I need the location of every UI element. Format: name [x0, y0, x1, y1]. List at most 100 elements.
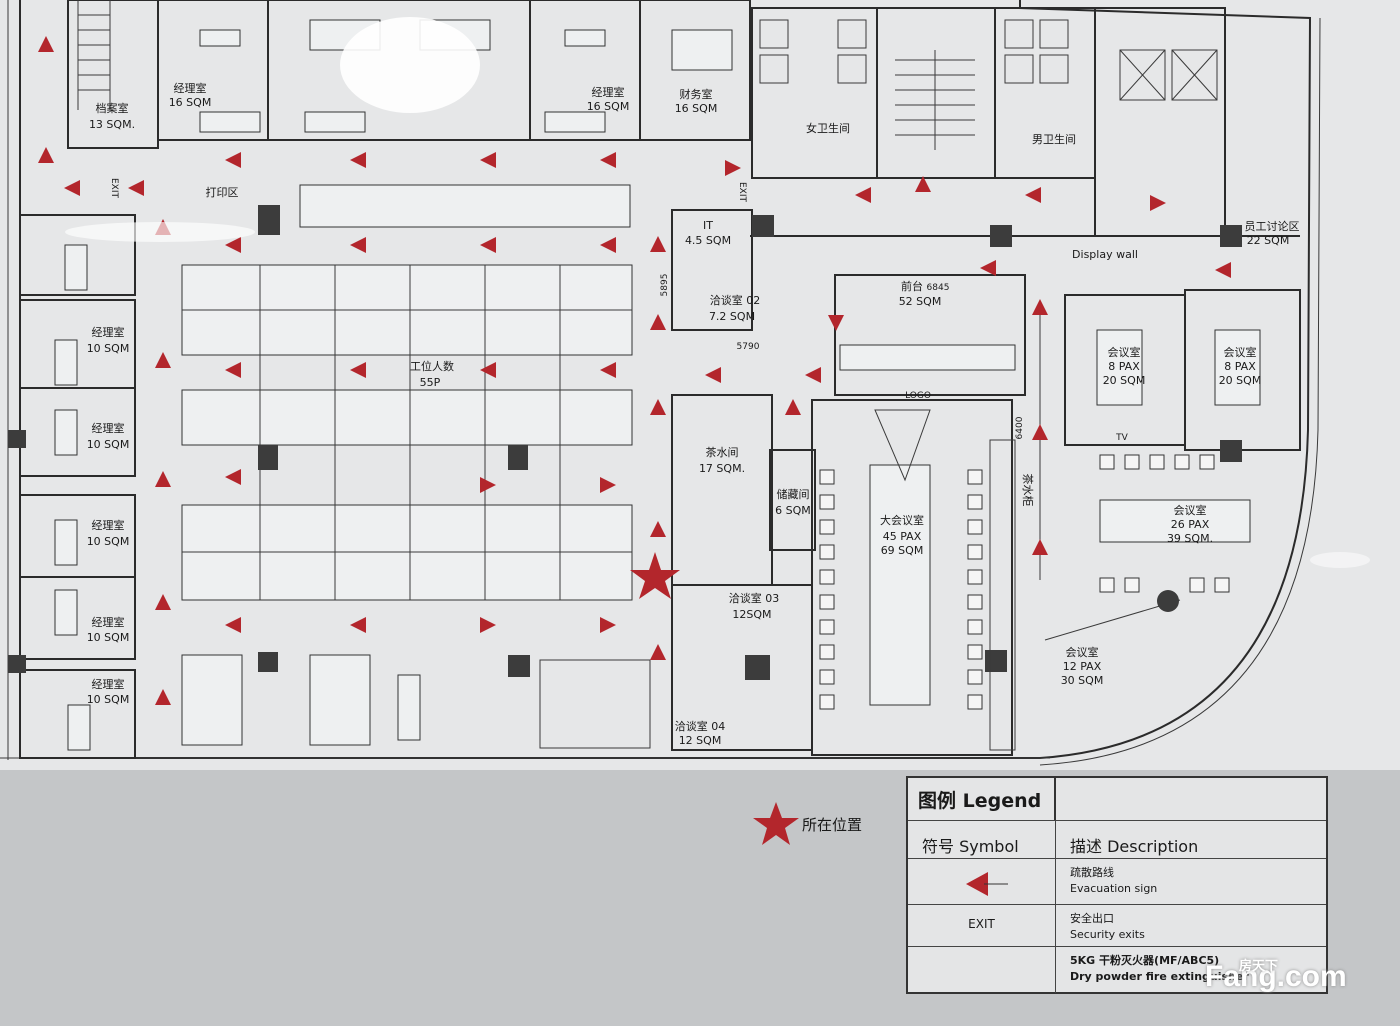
room-area: 39 SQM. [1167, 532, 1213, 545]
top-rooms [67, 0, 751, 149]
evacuation-arrow [350, 617, 366, 633]
evacuation-arrow [915, 176, 931, 192]
evacuation-arrow [980, 260, 996, 276]
room-label: 储藏间 [777, 487, 810, 501]
room-area: 8 PAX [1108, 360, 1140, 373]
watermark-tag: 房天下 [1239, 958, 1279, 973]
evacuation-arrow [1032, 299, 1048, 315]
room-area: 7.2 SQM [709, 310, 755, 323]
location-key-label: 所在位置 [802, 815, 863, 834]
evacuation-arrow [350, 152, 366, 168]
evacuation-arrow [725, 160, 741, 176]
room-area: 45 PAX [883, 530, 922, 543]
tv-label: TV [1115, 433, 1128, 443]
evacuation-arrow [1025, 187, 1041, 203]
display-wall-label: Display wall [1072, 248, 1138, 261]
stair-core [895, 50, 975, 150]
room-label: 洽谈室 02 [710, 293, 761, 307]
legend-title: 图例 Legend [918, 790, 1042, 812]
symbol-header: 符号 Symbol [922, 837, 1019, 856]
evacuation-arrow [350, 237, 366, 253]
evacuation-arrow [225, 617, 241, 633]
room-area: 13 SQM. [89, 118, 135, 131]
legend-header-row: 符号 Symbol 描述 Description [908, 820, 1326, 859]
exit-sign: EXIT [737, 182, 747, 203]
evacuation-arrow [650, 399, 666, 415]
room-area: 10 SQM [87, 438, 130, 451]
evacuation-arrow [1215, 262, 1231, 278]
evacuation-arrow [805, 367, 821, 383]
room-area: 10 SQM [87, 535, 130, 548]
room-label: 经理室 [92, 677, 125, 691]
evacuation-arrow [828, 315, 844, 331]
room-label: 男卫生间 [1032, 132, 1076, 146]
exit-symbol: EXIT [968, 917, 995, 931]
description-header: 描述 Description [1070, 837, 1199, 856]
room-area: 69 SQM [881, 544, 924, 557]
room-label: 经理室 [92, 325, 125, 339]
dimension-label: 5895 [660, 274, 670, 297]
legend-item-cn: 安全出口 [1070, 912, 1114, 925]
evacuation-arrow [705, 367, 721, 383]
evacuation-arrow [1032, 424, 1048, 440]
evacuation-arrow [480, 237, 496, 253]
room-label: 洽谈室 03 [729, 591, 780, 605]
room-label: 经理室 [92, 615, 125, 629]
room-label: IT [703, 219, 713, 232]
evacuation-arrow [600, 362, 616, 378]
room-label: 茶水间 [706, 446, 739, 459]
logo-label: LOGO [905, 391, 931, 401]
room-label: 会议室 [1224, 345, 1257, 359]
room-area: 26 PAX [1171, 518, 1210, 531]
room-area: 30 SQM [1061, 674, 1104, 687]
legend-item-en: Security exits [1070, 928, 1145, 941]
stair-left [77, 0, 111, 110]
current-location-star [630, 552, 680, 599]
evacuation-arrow [480, 477, 496, 493]
room-label: 档案室 [96, 101, 129, 115]
dimension-label: 5790 [737, 342, 760, 352]
evacuation-arrow [225, 237, 241, 253]
room-area: 12 PAX [1063, 660, 1102, 673]
room-area: 10 SQM [87, 342, 130, 355]
evacuation-arrow [650, 314, 666, 330]
star-icon [753, 802, 799, 845]
evacuation-arrow [38, 147, 54, 163]
evacuation-arrow [225, 362, 241, 378]
room-label: 前台 [901, 279, 923, 293]
room-label: 经理室 [92, 421, 125, 435]
room-label: 大会议室 [880, 513, 924, 527]
room-area: 16 SQM [169, 96, 212, 109]
room-label: 茶水柜 [1021, 474, 1034, 507]
evacuation-arrow [650, 236, 666, 252]
evacuation-arrow-icon [966, 872, 1008, 896]
watermark-logo: 房天下 Fang.com [1205, 958, 1347, 994]
evacuation-arrow [480, 152, 496, 168]
evacuation-arrow [155, 352, 171, 368]
evacuation-arrow [600, 617, 616, 633]
dimension-label: 6845 [927, 283, 950, 293]
evacuation-arrow [600, 152, 616, 168]
room-label: 员工讨论区 [1245, 219, 1300, 233]
evacuation-arrow [855, 187, 871, 203]
dimension-label: 6400 [1015, 416, 1025, 439]
location-key: 所在位置 [752, 800, 862, 848]
legend-item-en: Evacuation sign [1070, 882, 1158, 895]
room-label: 经理室 [592, 85, 625, 99]
evacuation-arrow [155, 594, 171, 610]
evacuation-arrow [600, 477, 616, 493]
room-label: 会议室 [1066, 645, 1099, 659]
exit-sign: EXIT [109, 178, 119, 199]
legend-item: EXIT 安全出口 Security exits [908, 904, 1326, 947]
meeting-chairs [819, 454, 1230, 710]
legend-item-en: Dry powder fire extinguisher [1070, 970, 1249, 983]
evacuation-arrow [350, 362, 366, 378]
room-area: 12 SQM [679, 734, 722, 747]
room-label: 财务室 [680, 87, 713, 101]
legend-item-cn: 5KG 干粉灭火器(MF/ABC5) [1070, 954, 1220, 967]
evacuation-arrow [480, 617, 496, 633]
room-label: 洽谈室 04 [675, 719, 726, 733]
room-area: 6 SQM [775, 504, 811, 517]
